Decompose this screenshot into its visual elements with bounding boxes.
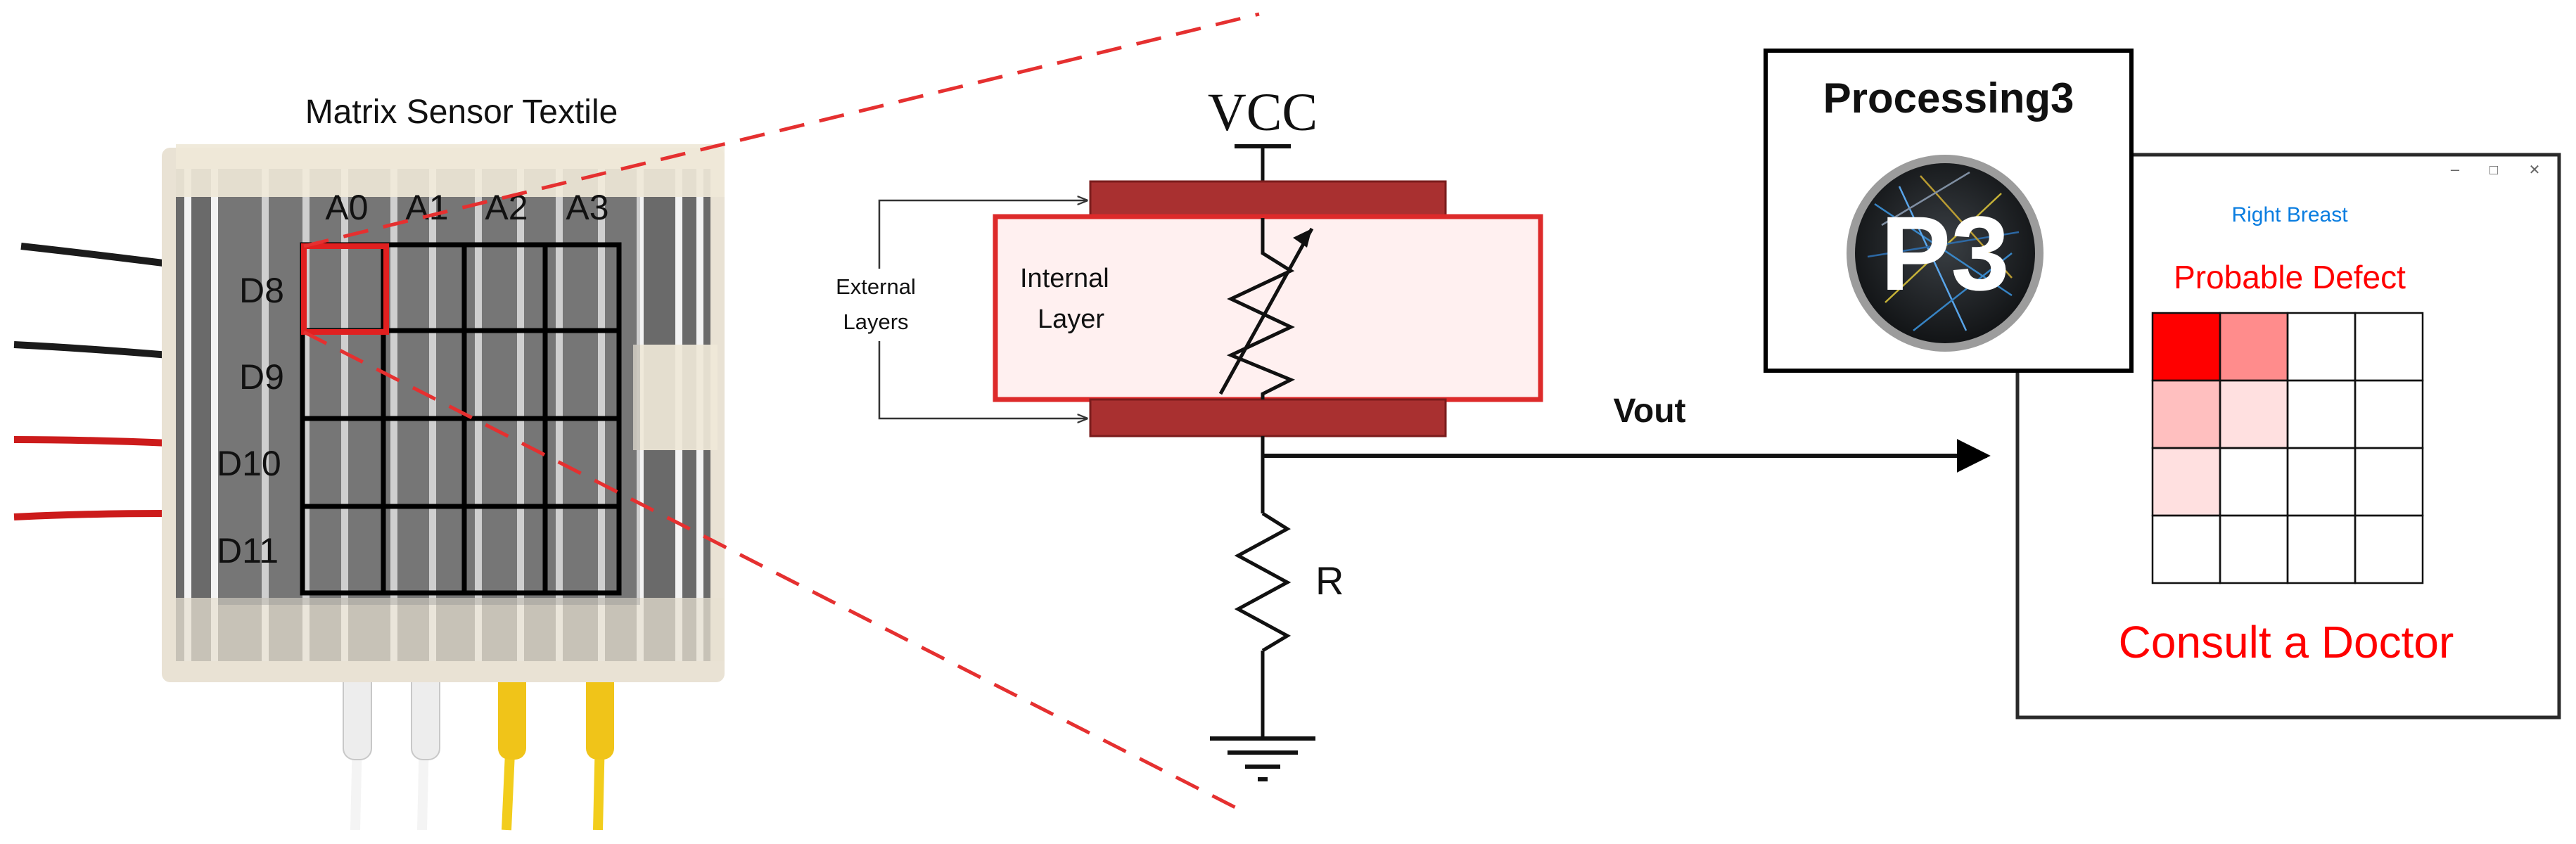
pressure-cell-r1-c0 <box>2153 381 2220 448</box>
sensor-area <box>218 197 640 605</box>
row-label-d9: D9 <box>239 357 284 397</box>
window-maximize-button[interactable]: □ <box>2489 162 2498 178</box>
pressure-cell-r1-c3 <box>2355 381 2423 448</box>
processing-logo-icon: P3 <box>1847 155 2043 352</box>
vcc-label: VCC <box>1208 83 1318 142</box>
row-label-d11: D11 <box>217 531 279 570</box>
pressure-cell-r3-c3 <box>2355 516 2423 583</box>
row-label-d8: D8 <box>239 271 284 310</box>
processing-logo-text: P3 <box>1880 194 2009 312</box>
pressure-cell-r1-c1 <box>2220 381 2288 448</box>
external-layers-label-1: External <box>836 274 916 299</box>
advice-label: Consult a Doctor <box>2119 617 2454 667</box>
pressure-cell-r0-c3 <box>2355 313 2423 381</box>
column-label-a3: A3 <box>566 188 608 227</box>
sensor-matrix-grid <box>300 242 622 596</box>
resistor-icon <box>1234 511 1292 653</box>
pressure-cell-r0-c2 <box>2288 313 2355 381</box>
vout-label: Vout <box>1613 392 1685 430</box>
ground-icon <box>1210 736 1315 781</box>
column-label-a0: A0 <box>325 188 368 227</box>
pressure-cell-border <box>2354 514 2424 584</box>
external-arrow-top <box>878 200 1087 269</box>
pressure-cell-r2-c0 <box>2153 448 2220 516</box>
variable-resistor-icon <box>1226 218 1296 399</box>
pressure-cell-r0-c0 <box>2153 313 2220 381</box>
row-label-d10: D10 <box>217 444 281 483</box>
column-label-a1: A1 <box>405 188 448 227</box>
pressure-cell-r3-c1 <box>2220 516 2288 583</box>
highlighted-cell <box>301 243 389 335</box>
bottom-external-layer <box>1089 398 1447 437</box>
breast-side-label: Right Breast <box>2231 203 2348 226</box>
bottom-wires <box>343 667 614 831</box>
circuit: VCC Internal Layer External Layers Vout … <box>836 83 1991 781</box>
internal-layer-label-1: Internal <box>1020 264 1109 293</box>
bottom-tape <box>176 598 725 661</box>
internal-layer-label-2: Layer <box>1038 305 1104 334</box>
window-minimize-button[interactable]: – <box>2451 160 2460 178</box>
pressure-cell-r2-c1 <box>2220 448 2288 516</box>
external-layers-label-2: Layers <box>843 309 908 334</box>
status-label: Probable Defect <box>2174 259 2406 295</box>
external-arrow-bottom <box>878 341 1087 418</box>
pressure-cell-r0-c1 <box>2220 313 2288 381</box>
textile-photo <box>13 144 725 831</box>
window-close-button[interactable]: ✕ <box>2529 162 2541 178</box>
top-tape <box>176 144 725 197</box>
pressure-cell-r1-c2 <box>2288 381 2355 448</box>
pressure-grid <box>2151 312 2424 584</box>
zoom-lines <box>302 12 1260 811</box>
processing-title: Processing3 <box>1823 75 2074 122</box>
pressure-cell-r3-c2 <box>2288 516 2355 583</box>
pressure-cell-r2-c2 <box>2288 448 2355 516</box>
pressure-cell-r3-c0 <box>2153 516 2220 583</box>
variable-arrow <box>1218 227 1314 395</box>
textile-title: Matrix Sensor Textile <box>305 94 618 131</box>
right-tape <box>633 345 718 450</box>
resistor-label: R <box>1315 558 1344 603</box>
top-external-layer <box>1089 180 1447 219</box>
processing-panel: Processing3 P3 <box>1764 49 2134 373</box>
pressure-cell-r2-c3 <box>2355 448 2423 516</box>
